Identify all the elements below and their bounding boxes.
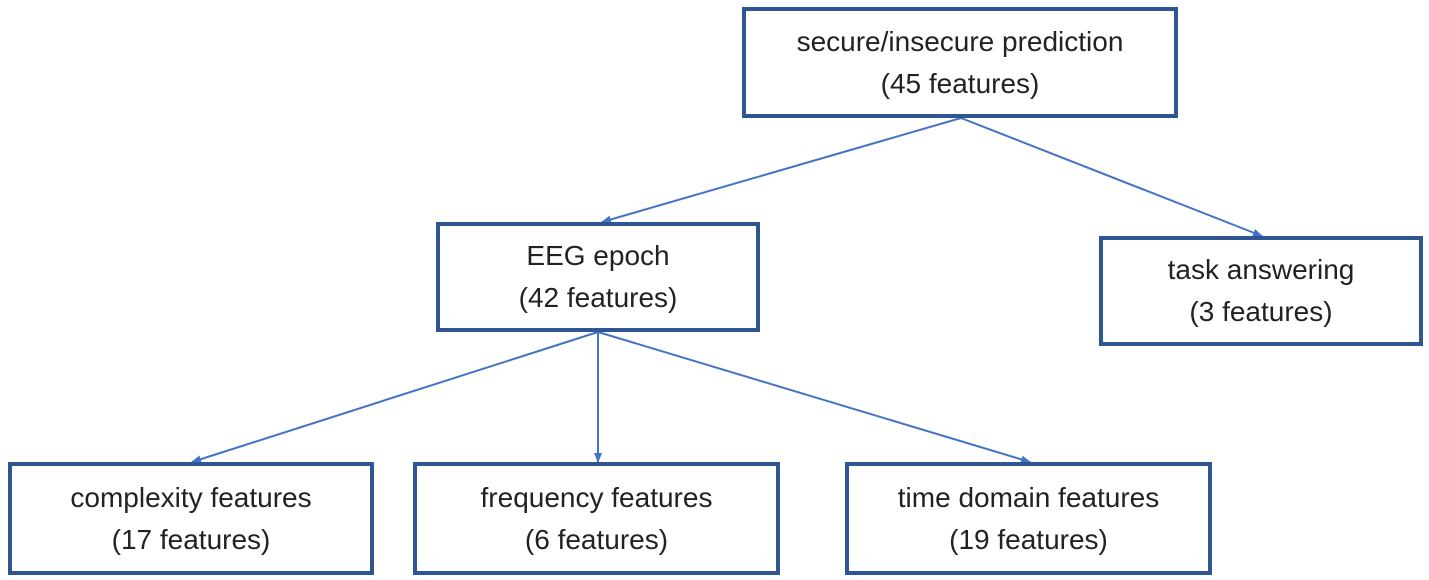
arrow-eeg-to-time (597, 331, 1031, 464)
arrow-root-to-task (960, 117, 1263, 237)
node-title: frequency features (480, 481, 713, 513)
node-title: complexity features (70, 481, 312, 513)
node-feature-count: (19 features) (949, 523, 1108, 555)
arrow-root-to-eeg (601, 117, 962, 224)
node-secure-insecure-prediction: secure/insecure prediction (45 features) (742, 7, 1178, 118)
node-task-answering: task answering (3 features) (1099, 236, 1423, 346)
node-title: secure/insecure prediction (796, 25, 1124, 57)
arrow-eeg-to-complexity (191, 331, 599, 464)
node-title: EEG epoch (526, 240, 670, 271)
node-title: task answering (1167, 254, 1355, 285)
node-eeg-epoch: EEG epoch (42 features) (436, 222, 760, 332)
node-title: time domain features (897, 481, 1160, 513)
node-feature-count: (42 features) (518, 282, 678, 313)
node-time-domain-features: time domain features (19 features) (845, 462, 1212, 575)
node-feature-count: (17 features) (111, 523, 271, 555)
node-feature-count: (6 features) (524, 523, 669, 555)
node-feature-count: (3 features) (1189, 296, 1333, 327)
node-frequency-features: frequency features (6 features) (413, 462, 780, 575)
node-complexity-features: complexity features (17 features) (8, 462, 374, 575)
node-feature-count: (45 features) (880, 67, 1040, 99)
